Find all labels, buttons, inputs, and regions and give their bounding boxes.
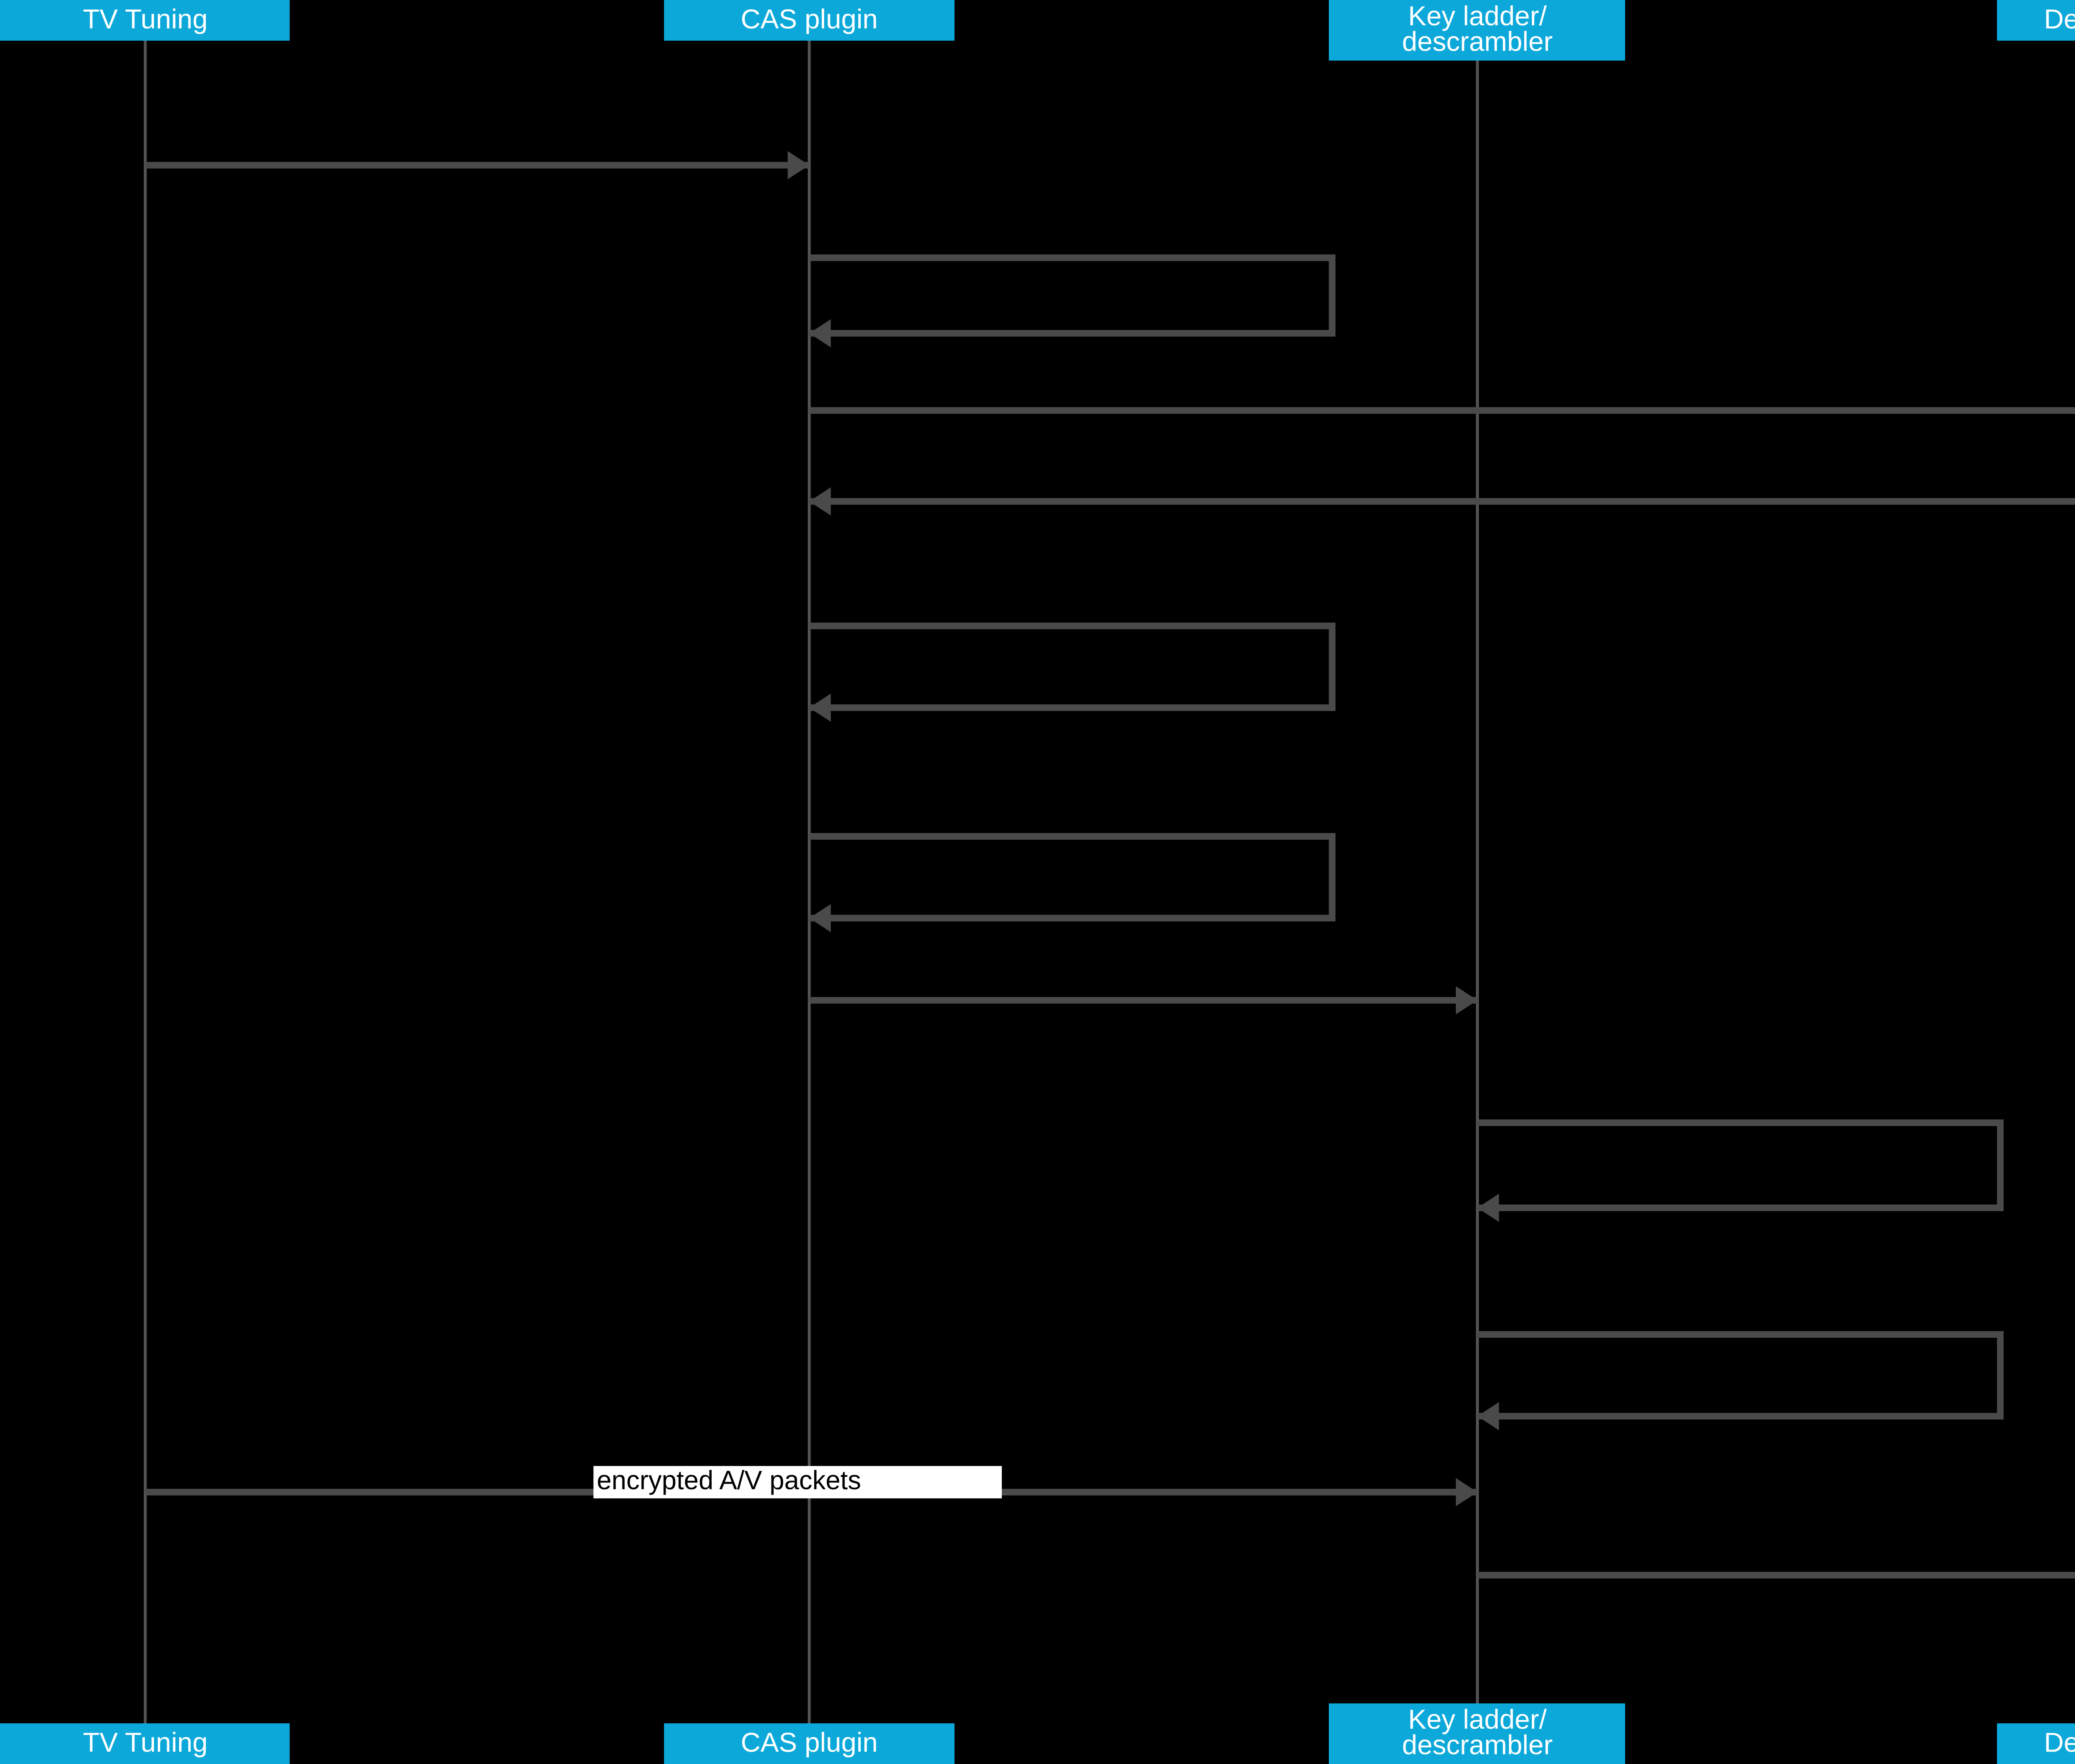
self-message-path <box>1477 1119 2004 1211</box>
message-label-m10: encrypted A/V packets <box>593 1465 1002 1498</box>
message-m5[interactable] <box>809 623 1335 722</box>
participant-label-line2: descrambler <box>1402 26 1553 57</box>
arrow-head <box>1456 986 1477 1014</box>
participant-label: Decode, display <box>2044 1727 2075 1757</box>
participant-footer-boxes: TV Tuning CAS plugin Key ladder/descramble… <box>0 1703 2075 1764</box>
participant-decode-footer[interactable]: Decode, display <box>1997 1723 2075 1764</box>
message-m8[interactable] <box>1477 1119 2004 1222</box>
arrow-head <box>1456 1478 1477 1506</box>
arrow-head <box>809 487 831 516</box>
participant-label: TV Tuning <box>83 3 208 34</box>
message-m11[interactable] <box>1477 1561 2075 1589</box>
participant-key_ladder-header[interactable]: Key ladder/descrambler <box>1329 0 1625 61</box>
lifelines-layer <box>144 41 1479 1723</box>
participant-decode-header[interactable]: Decode, display <box>1997 0 2075 41</box>
arrow-head <box>1477 1194 1499 1222</box>
arrow-head <box>809 904 831 932</box>
participant-cas_plugin-header[interactable]: CAS plugin <box>664 0 954 41</box>
message-m9[interactable] <box>1477 1331 2004 1430</box>
message-label-text: encrypted A/V packets <box>597 1465 861 1495</box>
participant-tv_tuning-footer[interactable]: TV Tuning <box>0 1723 290 1764</box>
self-message-path <box>809 833 1335 921</box>
arrow-head <box>809 694 831 722</box>
messages-layer <box>145 151 2075 1589</box>
participant-header-boxes: TV Tuning CAS plugin Key ladder/descramble… <box>0 0 2075 61</box>
message-labels-layer: encrypted A/V packets <box>593 1465 1002 1498</box>
participant-label: Decode, display <box>2044 3 2075 34</box>
arrow-head <box>1477 1402 1499 1430</box>
message-m3[interactable] <box>809 396 2075 425</box>
participant-label: CAS plugin <box>741 1727 878 1757</box>
participant-label-line1: Key ladder/ <box>1408 0 1547 31</box>
participant-label-line2: descrambler <box>1402 1730 1553 1760</box>
participant-cas_plugin-footer[interactable]: CAS plugin <box>664 1723 954 1764</box>
participant-label-line1: Key ladder/ <box>1408 1704 1547 1735</box>
participant-key_ladder-footer[interactable]: Key ladder/descrambler <box>1329 1703 1625 1764</box>
arrow-head <box>809 319 831 347</box>
message-m1[interactable] <box>145 151 809 179</box>
message-label-background <box>593 1466 1002 1498</box>
message-m4[interactable] <box>809 487 2075 516</box>
arrow-head <box>788 151 809 179</box>
participant-tv_tuning-header[interactable]: TV Tuning <box>0 0 290 41</box>
self-message-path <box>809 623 1335 711</box>
self-message-path <box>809 254 1335 337</box>
self-message-path <box>1477 1331 2004 1420</box>
participant-label: TV Tuning <box>83 1727 208 1757</box>
message-m7[interactable] <box>809 986 1477 1014</box>
message-m6[interactable] <box>809 833 1335 932</box>
participant-label: CAS plugin <box>741 3 878 34</box>
message-m2[interactable] <box>809 254 1335 347</box>
